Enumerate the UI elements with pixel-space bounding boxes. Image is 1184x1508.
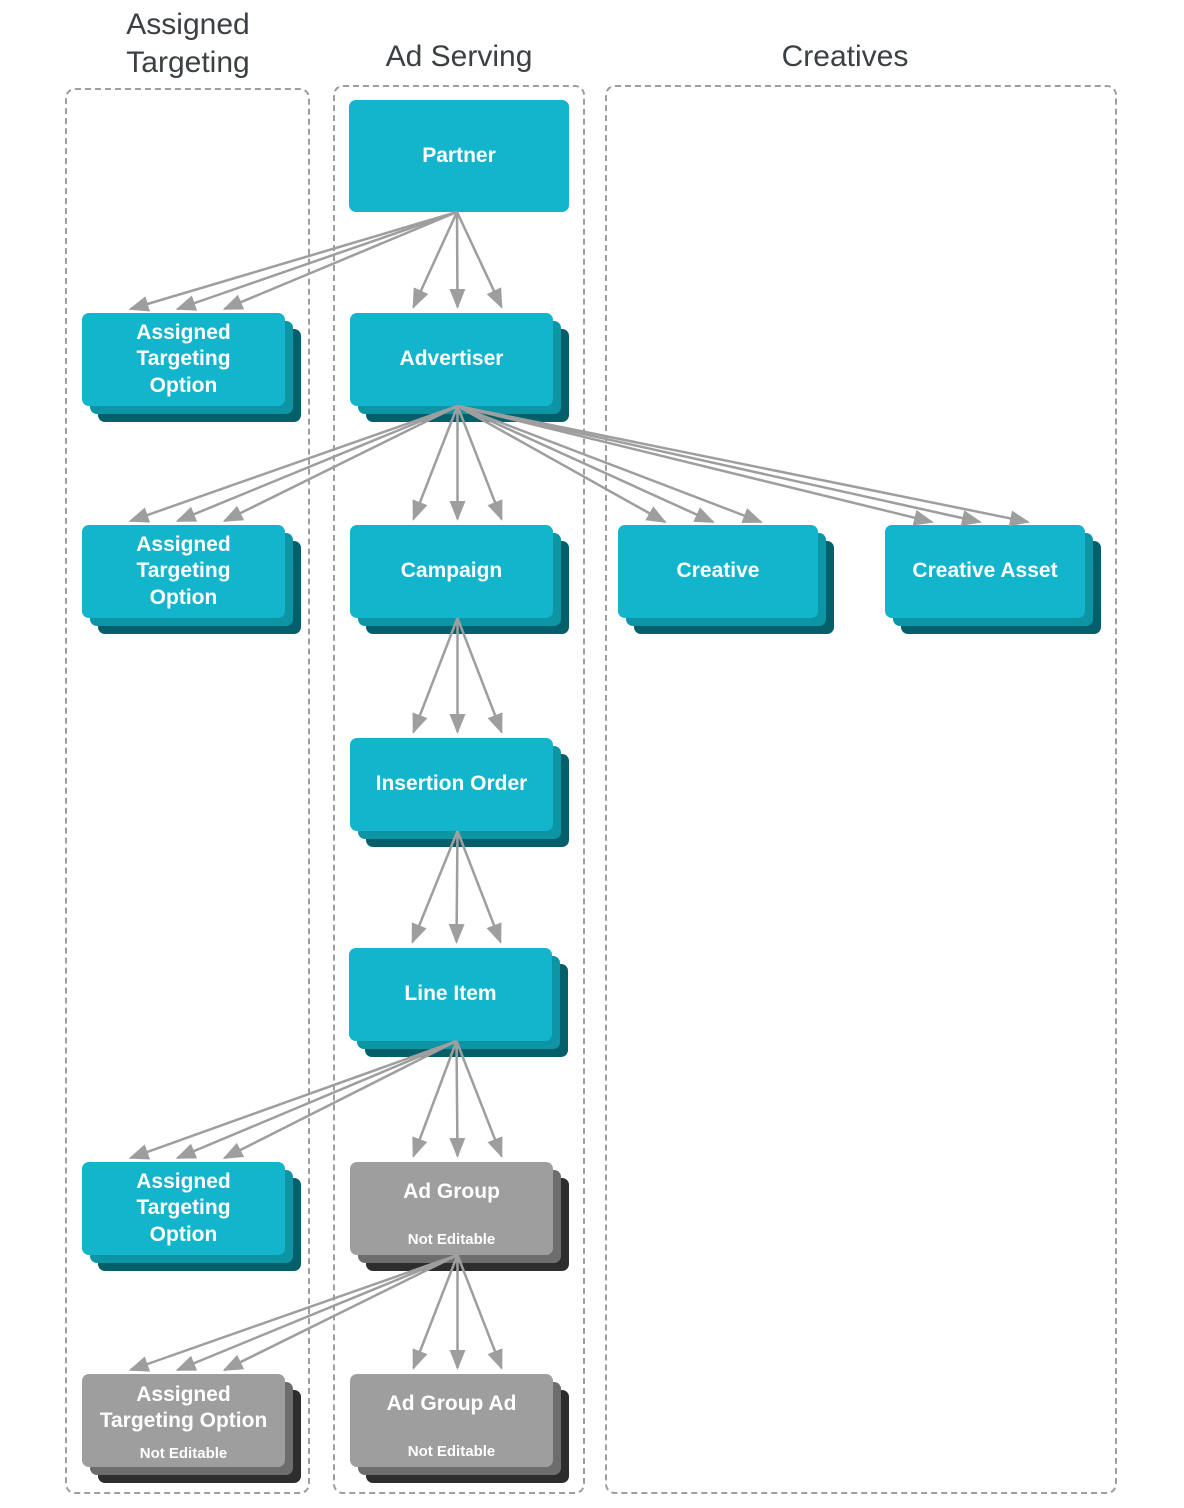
node-assigned-targeting-option-line-item: Assigned Targeting Option — [82, 1162, 301, 1271]
node-sublabel-not-editable: Not Editable — [407, 1443, 496, 1461]
node-creative: Creative — [618, 525, 834, 634]
node-face: Assigned Targeting Option — [82, 525, 285, 618]
column-assigned-targeting — [65, 88, 310, 1494]
node-face: Creative — [618, 525, 818, 618]
node-label: Insertion Order — [375, 772, 528, 796]
node-face: Creative Asset — [885, 525, 1085, 618]
node-face: Assigned Targeting Option — [82, 1162, 285, 1255]
node-label: Ad Group — [403, 1180, 500, 1203]
node-assigned-targeting-option-advertiser: Assigned Targeting Option — [82, 525, 301, 634]
node-partner: Partner — [349, 100, 569, 212]
node-sublabel-not-editable: Not Editable — [139, 1444, 228, 1462]
node-assigned-targeting-option-partner: Assigned Targeting Option — [82, 313, 301, 422]
node-advertiser: Advertiser — [350, 313, 569, 422]
node-label: Assigned Targeting Option — [136, 533, 231, 609]
column-title-assigned-targeting: Assigned Targeting — [126, 8, 250, 79]
node-face: Ad Group Not Editable — [350, 1162, 553, 1255]
column-ad-serving — [333, 85, 585, 1494]
node-face: Partner — [349, 100, 569, 212]
node-sublabel-not-editable: Not Editable — [407, 1231, 496, 1249]
node-creative-asset: Creative Asset — [885, 525, 1101, 634]
node-label: Assigned Targeting Option — [136, 321, 231, 397]
node-ad-group-ad: Ad Group Ad Not Editable — [350, 1374, 569, 1483]
node-face: Advertiser — [350, 313, 553, 406]
node-face: Ad Group Ad Not Editable — [350, 1374, 553, 1467]
node-label: Line Item — [404, 982, 497, 1006]
node-label: Creative Asset — [912, 559, 1058, 583]
node-label: Assigned Targeting Option — [136, 1170, 231, 1246]
node-face: Assigned Targeting Option — [82, 313, 285, 406]
node-label: Advertiser — [399, 347, 504, 371]
node-face: Assigned Targeting Option Not Editable — [82, 1374, 285, 1467]
node-label: Partner — [422, 143, 496, 167]
node-assigned-targeting-option-not-editable: Assigned Targeting Option Not Editable — [82, 1374, 301, 1483]
node-ad-group: Ad Group Not Editable — [350, 1162, 569, 1271]
node-face: Line Item — [349, 948, 552, 1041]
node-face: Insertion Order — [350, 738, 553, 831]
column-title-ad-serving: Ad Serving — [385, 40, 533, 73]
node-insertion-order: Insertion Order — [350, 738, 569, 847]
node-face: Campaign — [350, 525, 553, 618]
column-creatives — [605, 85, 1117, 1494]
node-label: Creative — [676, 559, 760, 583]
node-label: Campaign — [400, 559, 503, 583]
node-label: Assigned Targeting Option — [99, 1383, 268, 1433]
node-campaign: Campaign — [350, 525, 569, 634]
column-title-creatives: Creatives — [781, 40, 909, 73]
node-line-item: Line Item — [349, 948, 568, 1057]
node-label: Ad Group Ad — [386, 1392, 517, 1415]
